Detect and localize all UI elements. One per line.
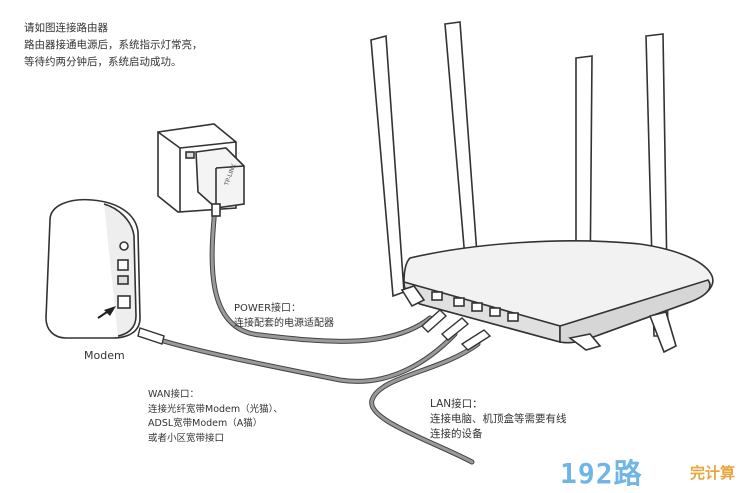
wan-label-title: WAN接口： (148, 389, 199, 400)
watermark-sub: 完计算 (690, 464, 736, 482)
intro-line-2: 路由器接通电源后，系统指示灯常亮， (24, 39, 203, 51)
modem (45, 198, 141, 339)
lan-label-title: LAN接口： (430, 398, 483, 410)
watermark-char: 路 (613, 457, 643, 490)
wan-plug (440, 317, 470, 341)
power-adapter: TP-LINK (157, 123, 245, 217)
watermark-number: 192 (560, 457, 614, 490)
lan-port-label: LAN接口： 连接电脑、机顶盒等需要有线 连接的设备 (430, 397, 567, 442)
wan-port-label: WAN接口： 连接光纤宽带Modem（光猫）、 ADSL宽带Modem（A猫） … (148, 388, 283, 446)
wan-label-desc-2: ADSL宽带Modem（A猫） (148, 418, 263, 429)
watermark: 192路 (560, 452, 643, 492)
modem-arrow (97, 306, 116, 319)
wan-port (453, 297, 465, 307)
lan-port-3 (507, 312, 519, 322)
modem-wan-port (117, 295, 131, 309)
lan-plug (460, 329, 492, 351)
wan-label-desc-1: 连接光纤宽带Modem（光猫）、 (148, 403, 283, 415)
modem-button (119, 241, 129, 251)
modem-port-mid (117, 275, 129, 285)
power-plug (420, 309, 448, 333)
lan-label-desc-2: 连接的设备 (430, 428, 483, 440)
lan-port-1 (471, 302, 483, 312)
cables (157, 205, 481, 465)
power-port (431, 291, 443, 301)
antenna-left-back (370, 34, 405, 298)
modem-label: Modem (84, 349, 125, 362)
power-label-title: POWER接口： (234, 303, 302, 314)
antenna-left-front (444, 21, 479, 271)
intro-text: 请如图连接路由器 路由器接通电源后，系统指示灯常亮， 等待约两分钟后，系统启动成… (24, 20, 203, 71)
power-port-label: POWER接口： 连接配套的电源适配器 (234, 301, 334, 331)
adapter-body (195, 147, 245, 209)
intro-line-3: 等待约两分钟后，系统启动成功。 (24, 56, 182, 68)
power-label-desc: 连接配套的电源适配器 (234, 318, 334, 329)
intro-line-1: 请如图连接路由器 (24, 22, 108, 34)
cable-plugs (137, 309, 492, 351)
modem-wan-plug (137, 327, 165, 345)
router-antennas (370, 21, 669, 337)
router-body (400, 240, 714, 354)
lan-port-2 (489, 307, 501, 317)
wan-label-desc-3: 或者小区宽带接口 (148, 432, 225, 444)
lan-label-desc-1: 连接电脑、机顶盒等需要有线 (430, 413, 567, 425)
modem-port-top (117, 259, 129, 271)
